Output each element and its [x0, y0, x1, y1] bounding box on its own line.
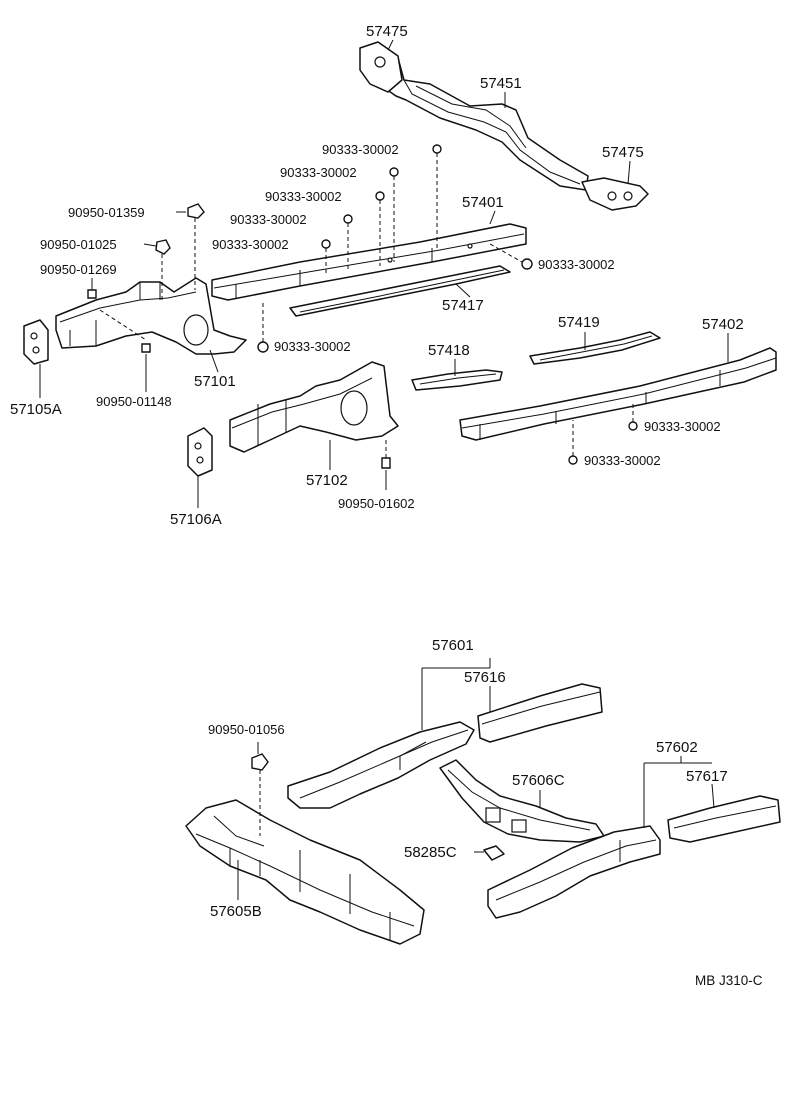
label-90333-b: 90333-30002 — [280, 165, 357, 180]
ring-90333-h — [628, 421, 638, 431]
part-57105A-bracket — [23, 319, 49, 365]
label-90950-01025: 90950-01025 — [40, 237, 117, 252]
label-90950-01056: 90950-01056 — [208, 722, 285, 737]
part-57419-reinforcement — [529, 331, 661, 365]
leader-57617 — [711, 783, 715, 809]
part-57106A-bracket — [187, 427, 213, 477]
nut-90950-01269 — [87, 289, 97, 299]
nut-90950-01025 — [155, 239, 171, 255]
label-57106A: 57106A — [170, 511, 222, 528]
part-57606C-crossmember — [439, 759, 605, 843]
leader-57101 — [209, 349, 219, 373]
ring-90333-b — [389, 167, 399, 177]
ring-90333-g — [257, 341, 269, 353]
leader-57475-right — [627, 160, 631, 185]
label-90950-01359: 90950-01359 — [68, 205, 145, 220]
part-57602-rear-member — [487, 825, 661, 919]
part-58285C-plate — [483, 845, 505, 861]
leader-90950-01025 — [143, 243, 157, 247]
label-90950-01148: 90950-01148 — [96, 394, 172, 409]
label-90950-01269: 90950-01269 — [40, 262, 117, 277]
label-90333-g: 90333-30002 — [274, 339, 351, 354]
part-57401-rail — [211, 223, 527, 301]
label-57601: 57601 — [432, 637, 474, 654]
nut-90950-01359 — [187, 203, 205, 219]
label-58285C: 58285C — [404, 844, 457, 861]
label-57605B: 57605B — [210, 903, 262, 920]
ring-90333-e — [321, 239, 331, 249]
part-57418-reinforcement — [411, 369, 503, 391]
label-57616: 57616 — [464, 669, 506, 686]
leader-57417 — [455, 283, 471, 298]
bolt-rings-90333 — [257, 144, 533, 353]
label-57475-top: 57475 — [366, 23, 408, 40]
label-90333-i: 90333-30002 — [584, 453, 661, 468]
part-57417-reinforcement — [289, 265, 511, 317]
label-90333-a: 90333-30002 — [322, 142, 399, 157]
ring-90333-d — [343, 214, 353, 224]
part-57102-side-member — [229, 361, 399, 453]
ring-90333-i — [568, 455, 578, 465]
part-57475-bracket-top — [359, 41, 403, 93]
label-57617: 57617 — [686, 768, 728, 785]
part-57475-bracket-right — [581, 177, 649, 211]
label-90333-f: 90333-30002 — [538, 257, 615, 272]
nuts-front-left — [87, 203, 205, 353]
label-57101: 57101 — [194, 373, 236, 390]
label-57102: 57102 — [306, 472, 348, 489]
label-90333-h: 90333-30002 — [644, 419, 721, 434]
nut-90950-01148 — [141, 343, 151, 353]
nut-90950-01056 — [251, 753, 269, 771]
drawing-code: MB J310-C — [695, 973, 763, 988]
label-57419: 57419 — [558, 314, 600, 331]
label-57475-right: 57475 — [602, 144, 644, 161]
part-57601-rear-member — [287, 721, 475, 809]
ring-90333-f — [521, 258, 533, 270]
label-90950-01602: 90950-01602 — [338, 496, 415, 511]
label-57606C: 57606C — [512, 772, 565, 789]
leader-57401 — [489, 210, 496, 225]
part-57617-extension — [667, 795, 781, 843]
label-57105A: 57105A — [10, 401, 62, 418]
leader-57475-top — [387, 39, 394, 51]
label-57451: 57451 — [480, 75, 522, 92]
label-57417: 57417 — [442, 297, 484, 314]
label-57402: 57402 — [702, 316, 744, 333]
label-57602: 57602 — [656, 739, 698, 756]
label-90333-e: 90333-30002 — [212, 237, 289, 252]
nut-90950-01602 — [381, 457, 391, 469]
ring-90333-c — [375, 191, 385, 201]
ring-90333-a — [432, 144, 442, 154]
part-57402-rail — [459, 347, 777, 441]
part-57605B-floor-member — [185, 799, 425, 945]
label-90333-c: 90333-30002 — [265, 189, 342, 204]
part-57101-side-member — [55, 277, 247, 355]
label-57401: 57401 — [462, 194, 504, 211]
label-57418: 57418 — [428, 342, 470, 359]
part-57616-extension — [477, 683, 603, 743]
label-90333-d: 90333-30002 — [230, 212, 307, 227]
